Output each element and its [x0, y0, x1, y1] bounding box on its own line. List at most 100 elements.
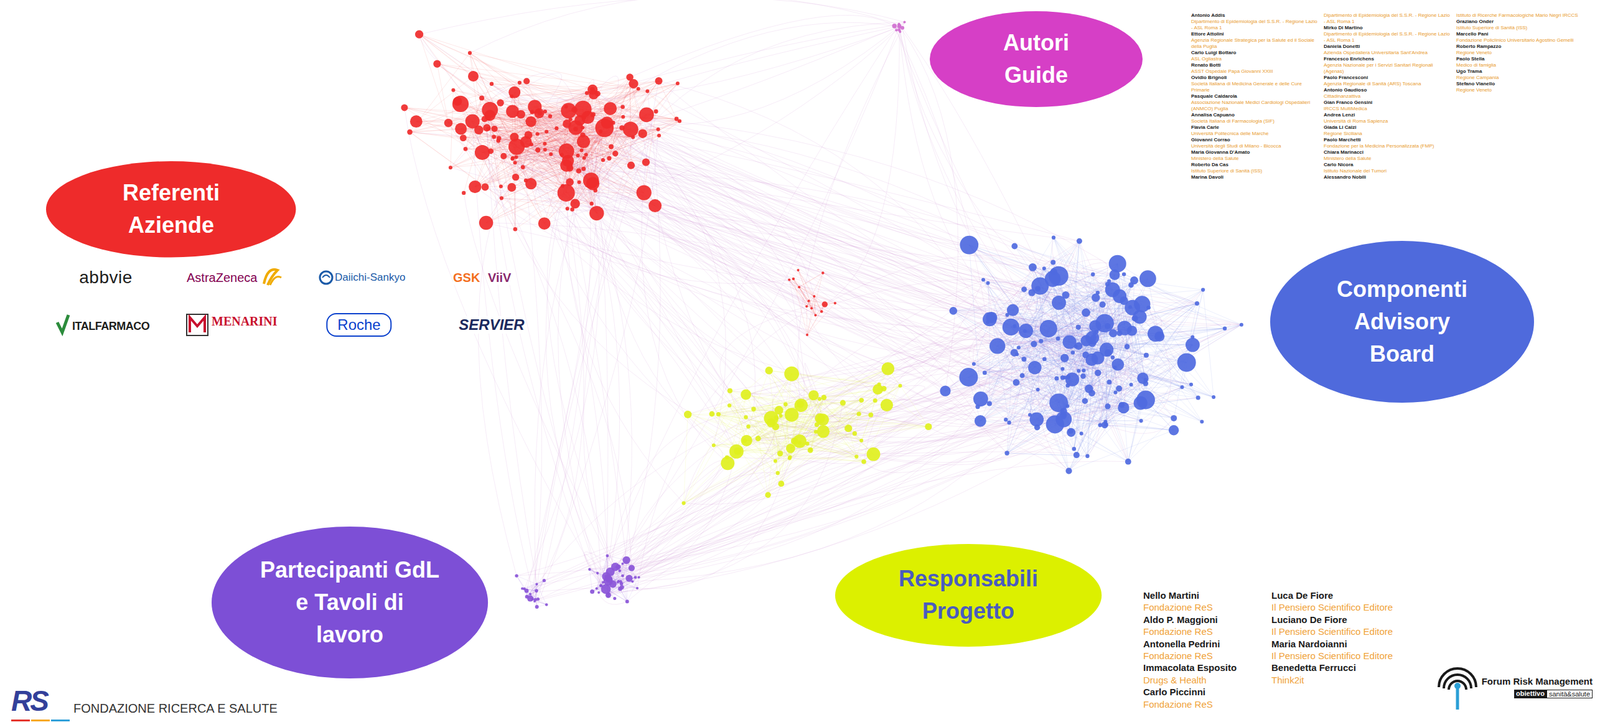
- graph-link: [622, 116, 808, 335]
- graph-link: [777, 395, 815, 473]
- graph-link: [481, 98, 623, 117]
- graph-link: [515, 162, 563, 186]
- graph-link: [545, 168, 609, 581]
- graph-link: [545, 149, 824, 432]
- graph-link: [997, 266, 1034, 347]
- graph-link: [659, 80, 988, 323]
- graph-link: [583, 552, 620, 599]
- graph-link: [1009, 262, 1054, 423]
- graph-link: [621, 80, 659, 128]
- graph-link: [514, 26, 900, 137]
- graph-link: [419, 0, 905, 35]
- graph-link: [984, 372, 1074, 449]
- graph-link: [622, 116, 1017, 383]
- graph-link: [593, 21, 905, 126]
- graph-link: [1128, 418, 1174, 462]
- graph-link: [544, 223, 1025, 360]
- graph-link: [1202, 290, 1214, 398]
- graph-link: [530, 121, 985, 373]
- graph-link: [478, 83, 678, 131]
- graph-link: [980, 263, 1118, 422]
- graph-link: [791, 374, 857, 457]
- graph-link: [683, 457, 728, 504]
- graph-link: [621, 306, 1131, 584]
- graph-link: [485, 113, 541, 188]
- graph-link: [968, 245, 1085, 402]
- graph-link: [491, 84, 1007, 454]
- graph-link: [436, 64, 545, 144]
- graph-link: [615, 331, 1027, 567]
- graph-link: [537, 384, 880, 585]
- graph-link: [1041, 303, 1198, 342]
- graph-link: [484, 118, 532, 184]
- graph-link: [791, 374, 879, 385]
- graph-link: [1005, 419, 1141, 421]
- graph-link: [591, 21, 905, 204]
- graph-link: [736, 374, 792, 452]
- graph-link: [491, 84, 946, 391]
- graph-link: [491, 84, 816, 316]
- graph-link: [524, 387, 1183, 589]
- graph-link: [522, 167, 1079, 371]
- graph-link: [968, 245, 1128, 462]
- graph-link: [1071, 387, 1183, 431]
- graph-link: [490, 151, 576, 204]
- graph-link: [606, 122, 1098, 293]
- graph-link: [525, 141, 1077, 455]
- graph-link: [416, 76, 474, 122]
- graph-link: [769, 370, 786, 404]
- graph-link: [469, 52, 648, 92]
- graph-link: [537, 149, 772, 419]
- graph-link: [977, 372, 1098, 407]
- graph-link: [781, 368, 889, 484]
- graph-link: [683, 405, 887, 504]
- graph-link: [1087, 405, 1122, 457]
- graph-link: [775, 385, 901, 462]
- graph-link: [729, 405, 811, 450]
- graph-link: [775, 385, 901, 462]
- graph-link: [746, 394, 786, 405]
- graph-link: [621, 460, 729, 584]
- graph-link: [544, 83, 678, 224]
- graph-link: [945, 302, 1060, 391]
- graph-link: [1081, 281, 1110, 434]
- graph-link: [566, 114, 647, 152]
- graph-link: [566, 77, 630, 193]
- graph-link: [512, 111, 656, 206]
- graph-link: [1006, 328, 1225, 454]
- graph-link: [757, 415, 871, 439]
- graph-link: [1076, 346, 1128, 455]
- graph-link: [1016, 354, 1069, 471]
- graph-link: [410, 52, 470, 132]
- graph-link: [566, 151, 620, 579]
- graph-link: [780, 384, 880, 454]
- graph-link: [1006, 268, 1045, 454]
- graph-link: [514, 26, 900, 100]
- graph-link: [511, 93, 587, 97]
- graph-link: [486, 127, 1100, 426]
- graph-link: [629, 342, 1091, 579]
- graph-link: [568, 80, 660, 161]
- graph-link: [631, 278, 1053, 568]
- graph-link: [631, 165, 1064, 412]
- graph-link: [606, 451, 737, 577]
- graph-link: [835, 279, 1086, 342]
- graph-link: [1104, 425, 1174, 431]
- graph-link: [1005, 303, 1197, 421]
- graph-link: [530, 183, 1192, 384]
- graph-link: [578, 155, 633, 576]
- graph-link: [1006, 303, 1197, 454]
- graph-link: [945, 280, 1135, 391]
- graph-link: [822, 368, 889, 420]
- graph-link: [1014, 326, 1124, 408]
- graph-link: [683, 414, 689, 503]
- graph-link: [989, 319, 1081, 434]
- graph-link: [500, 94, 594, 187]
- graph-link: [659, 135, 1107, 350]
- graph-link: [525, 180, 542, 600]
- graph-link: [469, 52, 531, 184]
- graph-link: [515, 177, 1124, 408]
- graph-link: [472, 121, 655, 206]
- graph-link: [687, 414, 782, 484]
